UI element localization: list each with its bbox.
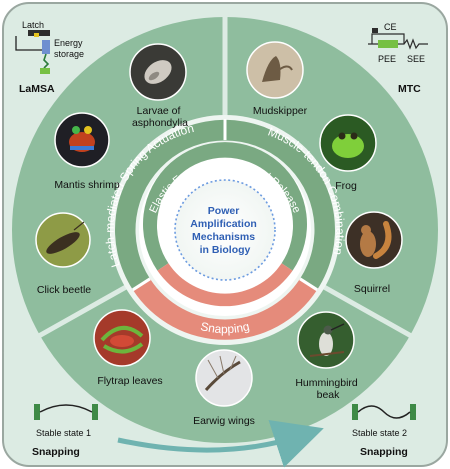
mtc-see-label: SEE: [407, 54, 425, 64]
frog-label: Frog: [335, 180, 357, 192]
snapping-state1-schematic: [34, 404, 98, 420]
snapping-state2-label: Stable state 2: [352, 428, 407, 438]
lamsa-title: LaMSA: [19, 83, 55, 95]
center-title: Power Amplification Mechanisms in Biolog…: [190, 205, 259, 256]
center-circle: [174, 179, 276, 281]
green-ring: [115, 119, 335, 290]
click-beetle-label: Click beetle: [37, 284, 91, 296]
elastic-ring: [142, 142, 307, 271]
larvae-photo: [129, 43, 187, 101]
barrier-ring: [157, 263, 293, 307]
hummingbird-photo: [297, 311, 355, 369]
snapping-right-title: Snapping: [360, 446, 408, 458]
sector-dividers: [3, 17, 447, 358]
snapping-state1-label: Stable state 1: [36, 428, 91, 438]
larvae-label-line2: asphondylia: [132, 117, 188, 129]
mtc-schematic: [368, 28, 428, 50]
mtc-ce-label: CE: [384, 22, 397, 32]
hummingbird-label: Hummingbird beak: [295, 377, 360, 401]
transition-arrow: [117, 419, 324, 468]
lamsa-latch-label: Latch: [22, 20, 44, 30]
mtc-pee-label: PEE: [378, 54, 396, 64]
mudskipper-label: Mudskipper: [253, 105, 308, 117]
squirrel-label: Squirrel: [354, 283, 390, 295]
flytrap-label: Flytrap leaves: [97, 375, 162, 387]
hummingbird-label-line2: beak: [317, 389, 341, 401]
frog-photo: [319, 114, 377, 172]
snapping-state2-schematic: [352, 404, 416, 420]
flytrap-photo: [93, 309, 151, 367]
larvae-label: Larvae of asphondylia: [132, 105, 188, 129]
earwig-photo: [195, 349, 253, 407]
mtc-title: MTC: [398, 83, 421, 95]
lamsa-schematic: [15, 30, 50, 74]
earwig-label: Earwig wings: [193, 415, 255, 427]
snapping-ring: [132, 278, 318, 340]
ring-gaps: [131, 119, 319, 292]
click-beetle-photo: [35, 212, 91, 268]
ring-title-snapping: Snapping: [199, 319, 251, 336]
mantis-shrimp-label: Mantis shrimp: [54, 179, 120, 191]
mantis-shrimp-photo: [54, 112, 110, 168]
mudskipper-photo: [246, 41, 304, 99]
snapping-left-title: Snapping: [32, 446, 80, 458]
squirrel-photo: [345, 211, 403, 269]
